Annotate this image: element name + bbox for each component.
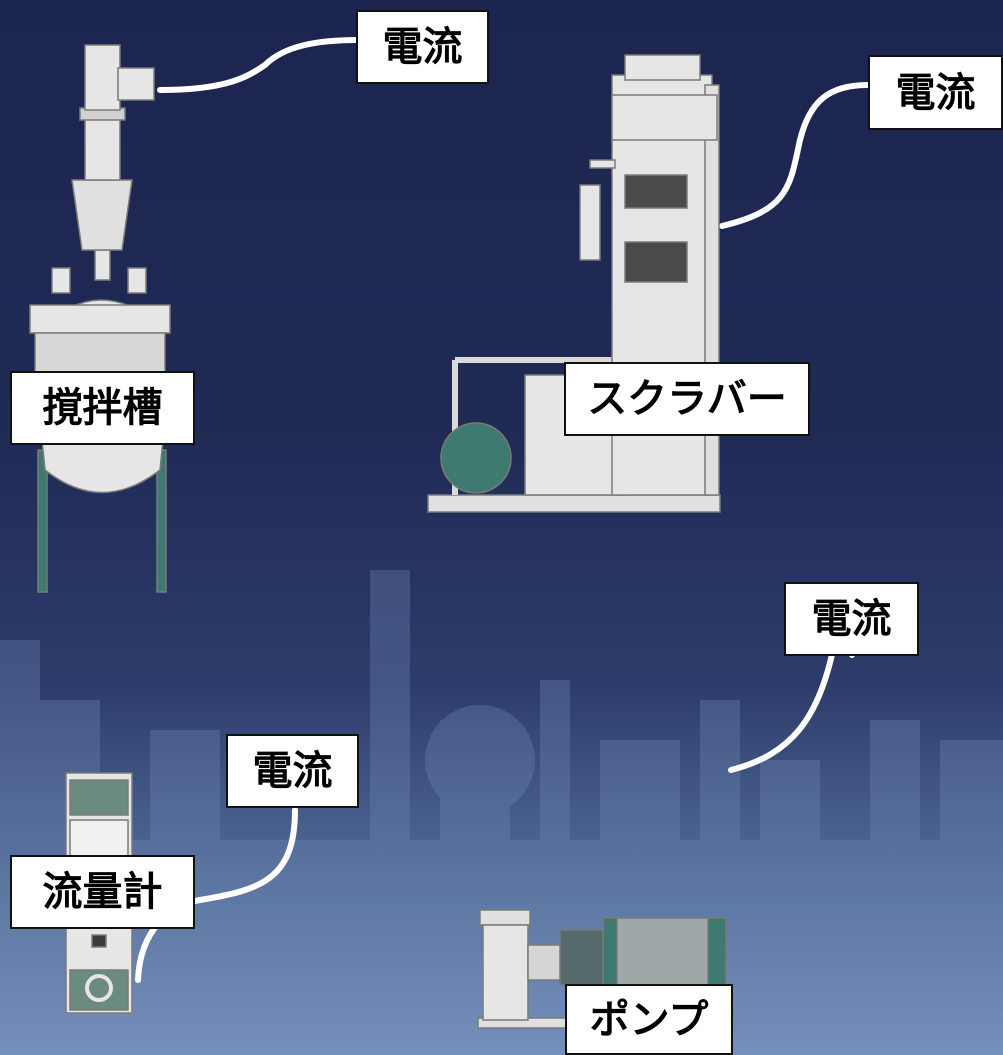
pump-label: ポンプ [565,984,733,1055]
wire-scrubber [719,82,871,229]
wire-flowmeter [135,807,298,983]
scrubber-current-label: 電流 [868,55,1003,130]
pump-illustration [477,909,727,1029]
pump-current-label: 電流 [784,582,919,656]
flowmeter-current-label: 電流 [226,734,359,808]
wire-agitation-tank [157,37,361,93]
scrubber-illustration [427,54,721,513]
agitation-tank-label: 撹拌槽 [10,371,195,445]
scrubber-label: スクラバー [564,362,810,436]
agitation-tank-current-label: 電流 [356,10,489,84]
agitation-tank-illustration [29,44,171,593]
flowmeter-label: 流量計 [10,855,195,929]
